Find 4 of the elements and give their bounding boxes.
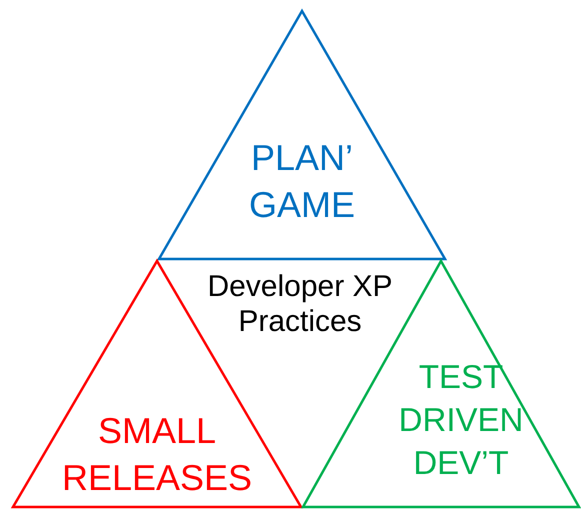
triangle-label: SMALL RELEASES (60, 409, 254, 500)
triangle-label: TEST DRIVEN DEV’T (398, 357, 524, 483)
triangle-label: PLAN’ GAME (248, 136, 356, 227)
center-label: Developer XP Practices (206, 270, 394, 339)
